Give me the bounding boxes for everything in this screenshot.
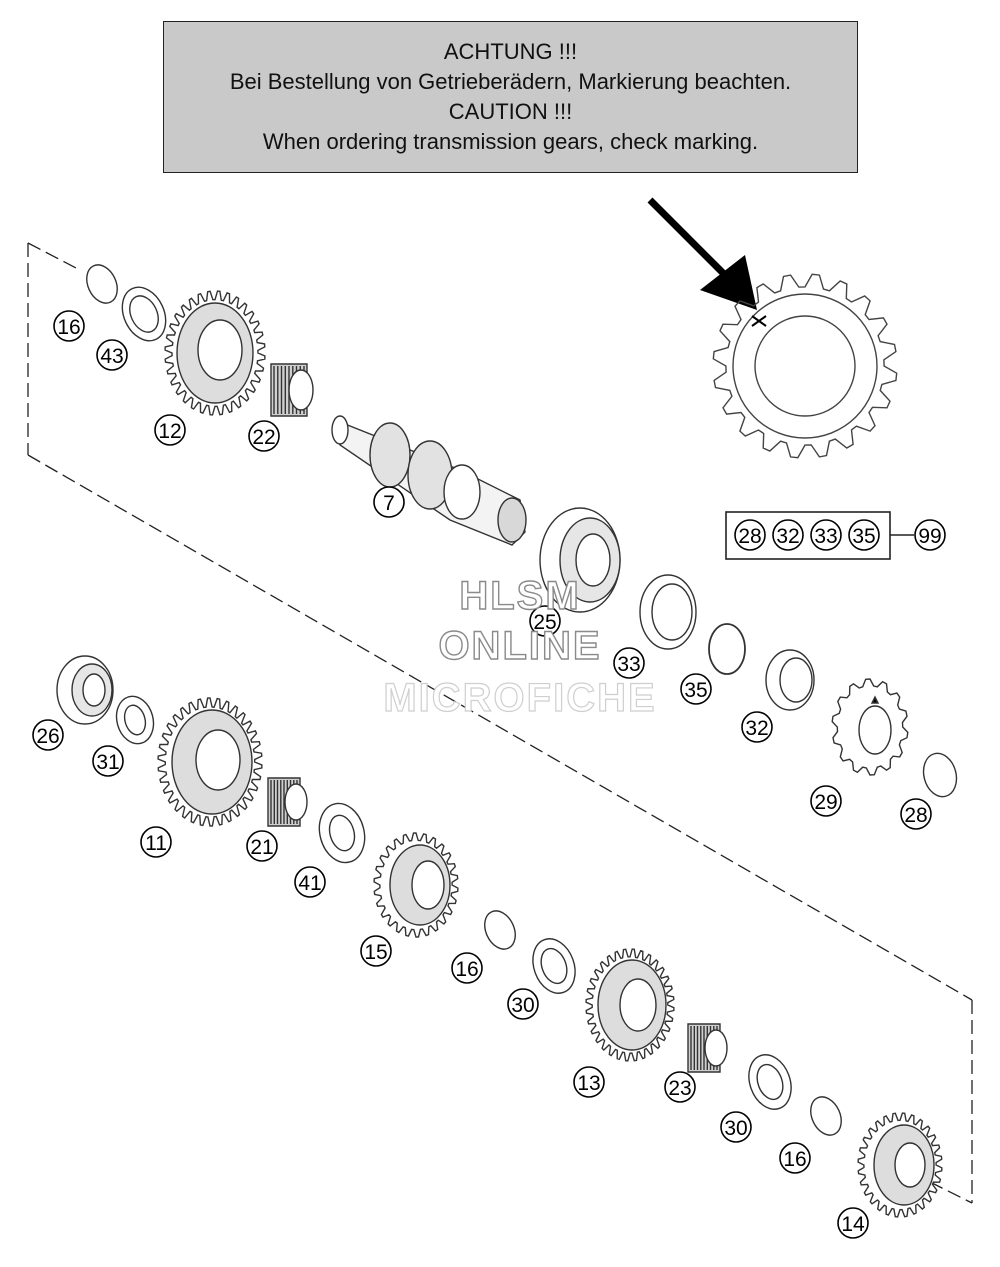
marked-gear-detail [712,273,898,459]
callout-label: 11 [145,832,167,855]
callout-label: 16 [783,1148,806,1171]
callout-16: 16 [779,1142,811,1174]
callout-33: 33 [613,647,645,679]
kit-item-label: 33 [814,525,837,548]
callout-label: 15 [364,941,387,964]
callout-label: 12 [158,420,181,443]
callout-32: 32 [741,711,773,743]
callout-23: 23 [664,1071,696,1103]
kit-callout-32: 32 [772,519,804,551]
washer-43 [121,286,167,342]
washer-31 [115,695,155,745]
gear-14 [857,1112,943,1218]
kit-callout-35: 35 [848,519,880,551]
circlip-28 [922,752,958,798]
callout-label: 22 [252,426,275,449]
callout-30: 30 [507,988,539,1020]
main-shaft-7 [331,415,527,546]
gear-13 [585,948,675,1062]
callout-label: 32 [745,717,768,740]
needle-bearing-22 [270,363,314,417]
callout-7: 7 [373,486,405,518]
washer-41 [318,802,366,864]
washer-30-a [532,938,576,994]
callout-label: 13 [577,1072,600,1095]
callout-41: 41 [294,866,326,898]
kit-callout-99: 99 [914,519,946,551]
callout-25: 25 [529,605,561,637]
callout-26: 26 [32,719,64,751]
parts [56,264,958,1218]
kit-item-label: 32 [776,525,799,548]
callout-label: 16 [455,958,478,981]
callout-label: 35 [684,679,707,702]
seal-ring-33 [639,574,697,650]
callout-label: 43 [100,345,123,368]
circlip-16-bottom [810,1096,842,1136]
caution-line-3: CAUTION !!! [448,99,573,124]
caution-line-4: When ordering transmission gears, check … [262,129,759,154]
callout-29: 29 [810,785,842,817]
callout-16: 16 [53,310,85,342]
callout-label: 16 [57,316,80,339]
circlip-16-top [86,264,118,304]
assembly-frame [27,242,973,1204]
gear-11 [157,697,263,827]
callout-label: 41 [298,872,321,895]
callout-label: 14 [841,1213,865,1236]
caution-line-2: Bei Bestellung von Getrieberädern, Marki… [229,69,792,94]
kit-callout-28: 28 [734,519,766,551]
callout-label: 23 [668,1077,691,1100]
callout-43: 43 [96,339,128,371]
callout-label: 33 [617,653,640,676]
washer-30-b [748,1054,792,1110]
callout-label: 28 [904,804,927,827]
ball-bearing-26 [56,655,114,725]
callout-label: 21 [250,836,273,859]
circlip-16-middle [484,910,516,950]
callout-21: 21 [246,830,278,862]
callout-22: 22 [248,420,280,452]
gear-15 [373,832,459,938]
o-ring-35 [708,623,746,675]
callout-15: 15 [360,935,392,967]
kit-item-label: 35 [852,525,875,548]
marking-arrow [647,197,757,310]
callout-label: 30 [511,994,534,1017]
callout-31: 31 [92,745,124,777]
callout-label: 7 [383,492,395,515]
callout-35: 35 [680,673,712,705]
callouts: 16 43 12 22 7 25 33 35 32 29 28 26 31 11… [32,310,946,1239]
callout-11: 11 [140,826,172,858]
kit-number-label: 99 [918,525,941,548]
needle-bearing-23 [687,1023,728,1073]
callout-label: 29 [814,791,837,814]
callout-label: 30 [724,1117,747,1140]
kit-callout-33: 33 [810,519,842,551]
callout-label: 31 [96,751,119,774]
callout-16: 16 [451,952,483,984]
spacer-32 [765,649,815,711]
kit-item-label: 28 [738,525,761,548]
ball-bearing-25 [539,507,621,613]
callout-28: 28 [900,798,932,830]
callout-13: 13 [573,1066,605,1098]
callout-14: 14 [837,1207,869,1239]
needle-bearing-21 [267,777,308,827]
callout-label: 26 [36,725,59,748]
caution-notice: ACHTUNG !!! Bei Bestellung von Getrieber… [163,21,858,173]
callout-12: 12 [154,414,186,446]
callout-30: 30 [720,1111,752,1143]
callout-label: 25 [533,611,556,634]
sprocket-29 [831,678,909,776]
caution-line-1: ACHTUNG !!! [443,39,578,64]
gear-12 [164,290,266,416]
